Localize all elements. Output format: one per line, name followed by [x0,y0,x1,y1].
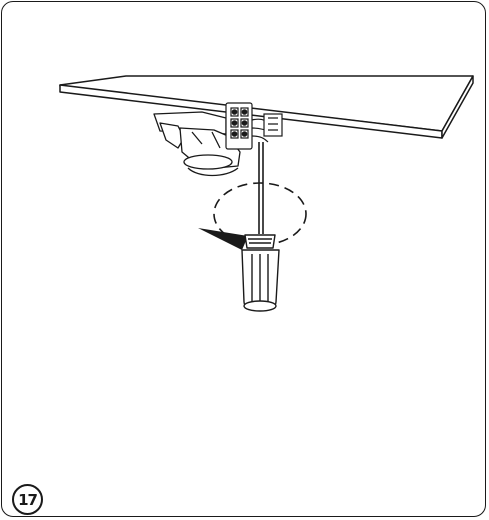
mount-bracket [153,111,241,177]
cable-wires [251,113,283,143]
rotation-arrow-icon [198,228,248,250]
step-number-badge: 17 [12,484,43,515]
step-number: 17 [18,490,38,509]
terminal-block [225,102,253,150]
rotation-indicator [213,182,307,246]
screwdriver-icon [241,142,280,312]
